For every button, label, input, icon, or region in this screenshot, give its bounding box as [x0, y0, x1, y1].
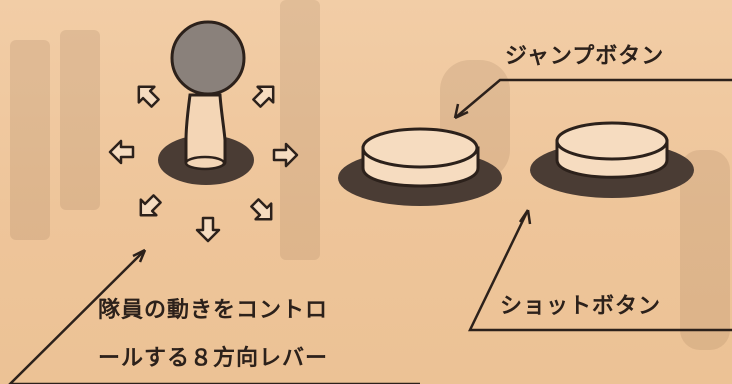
arrow-up-left-icon — [137, 85, 160, 108]
lever-label-line2: ールする８方向レバー — [98, 346, 329, 371]
arrow-up-right-icon — [252, 85, 275, 108]
jump-button-top — [361, 127, 479, 169]
lever-leader-line — [8, 249, 420, 384]
shot-leader-line — [468, 209, 732, 332]
arrow-down-right-icon — [250, 198, 273, 221]
arrow-down-left-icon — [139, 194, 162, 217]
arrow-down-icon — [195, 216, 221, 243]
jump-button-label: ジャンプボタン — [505, 44, 665, 69]
direction-arrows — [108, 85, 299, 243]
leader-lines — [8, 78, 732, 384]
joystick-knob — [170, 20, 246, 96]
lever-label-line1: 隊員の動きをコントロ — [98, 298, 329, 323]
arrow-left-icon — [108, 139, 135, 165]
shot-button — [530, 121, 694, 198]
shot-button-top — [555, 121, 669, 161]
joystick — [158, 20, 254, 185]
jump-leader-line — [454, 78, 732, 119]
arrow-right-icon — [272, 142, 299, 168]
shot-button-label: ショットボタン — [500, 294, 662, 319]
jump-button — [338, 127, 502, 206]
